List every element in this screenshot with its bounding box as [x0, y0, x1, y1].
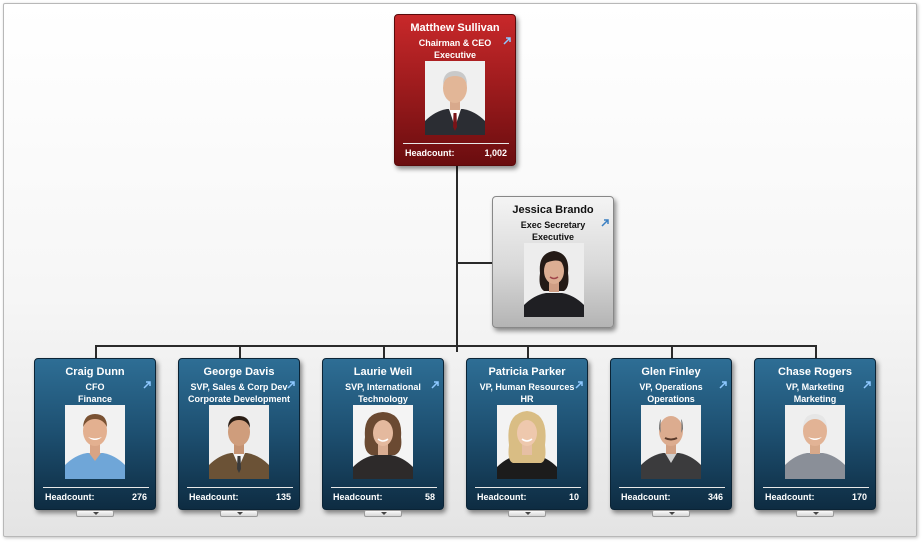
node-name: Glen Finley — [641, 366, 701, 378]
headcount-value: 10 — [568, 492, 579, 502]
expand-toggle[interactable] — [364, 510, 402, 517]
node-department: Corporate Development — [187, 394, 291, 404]
node-name: Chase Rogers — [778, 366, 852, 378]
org-node-report[interactable]: Glen Finley VP, Operations Operations He… — [610, 358, 732, 510]
headcount-value: 135 — [275, 492, 291, 502]
headcount-label: Headcount: — [189, 492, 239, 502]
connector-assistant-branch — [456, 262, 492, 264]
node-divider — [403, 143, 509, 144]
connector-drop-1 — [95, 345, 97, 359]
node-title: CFO — [85, 382, 105, 392]
node-name: Patricia Parker — [488, 366, 566, 378]
node-name: Jessica Brando — [512, 204, 594, 216]
org-node-report[interactable]: George Davis SVP, Sales & Corp Dev Corpo… — [178, 358, 300, 510]
node-divider — [187, 487, 293, 488]
expand-toggle[interactable] — [652, 510, 690, 517]
org-node-report[interactable]: Laurie Weil SVP, International Technolog… — [322, 358, 444, 510]
org-node-report[interactable]: Craig Dunn CFO Finance Headcount: 276 — [34, 358, 156, 510]
node-department: Executive — [433, 50, 477, 60]
connector-root-trunk — [456, 166, 458, 352]
node-title: Chairman & CEO — [418, 38, 492, 48]
man-gray-hair-suit-photo — [425, 61, 485, 135]
node-title: Exec Secretary — [520, 220, 586, 230]
connector-drop-4 — [527, 345, 529, 359]
headcount-value: 58 — [424, 492, 435, 502]
bald-man-jacket-photo — [641, 405, 701, 479]
headcount-label: Headcount: — [333, 492, 383, 502]
connector-drop-2 — [239, 345, 241, 359]
node-divider — [43, 487, 149, 488]
node-divider — [331, 487, 437, 488]
node-name: George Davis — [203, 366, 275, 378]
node-divider — [475, 487, 581, 488]
connector-drop-3 — [383, 345, 385, 359]
external-link-icon[interactable] — [575, 381, 583, 389]
node-title: VP, Marketing — [785, 382, 845, 392]
node-department: HR — [520, 394, 534, 404]
node-divider — [619, 487, 725, 488]
org-node-report[interactable]: Patricia Parker VP, Human Resources HR H… — [466, 358, 588, 510]
blonde-woman-photo — [497, 405, 557, 479]
node-title: SVP, Sales & Corp Dev — [190, 382, 288, 392]
headcount-value: 1,002 — [484, 148, 507, 158]
expand-toggle[interactable] — [508, 510, 546, 517]
node-name: Laurie Weil — [353, 366, 413, 378]
org-node-exec-secretary[interactable]: Jessica Brando Exec Secretary Executive — [492, 196, 614, 328]
headcount-label: Headcount: — [765, 492, 815, 502]
external-link-icon[interactable] — [143, 381, 151, 389]
external-link-icon[interactable] — [601, 219, 609, 227]
node-department: Marketing — [793, 394, 837, 404]
external-link-icon[interactable] — [431, 381, 439, 389]
expand-toggle[interactable] — [76, 510, 114, 517]
headcount-label: Headcount: — [405, 148, 455, 158]
connector-drop-5 — [671, 345, 673, 359]
headcount-value: 170 — [851, 492, 867, 502]
node-divider — [763, 487, 869, 488]
headcount-value: 346 — [707, 492, 723, 502]
org-node-report[interactable]: Chase Rogers VP, Marketing Marketing Hea… — [754, 358, 876, 510]
older-man-gray-shirt-photo — [785, 405, 845, 479]
external-link-icon[interactable] — [719, 381, 727, 389]
woman-dark-hair-photo — [524, 243, 584, 317]
headcount-label: Headcount: — [477, 492, 527, 502]
man-brown-suit-photo — [209, 405, 269, 479]
external-link-icon[interactable] — [503, 37, 511, 45]
node-name: Craig Dunn — [65, 366, 125, 378]
smiling-man-blue-shirt-photo — [65, 405, 125, 479]
node-department: Executive — [531, 232, 575, 242]
external-link-icon[interactable] — [863, 381, 871, 389]
expand-toggle[interactable] — [220, 510, 258, 517]
node-title: VP, Operations — [639, 382, 703, 392]
org-node-ceo[interactable]: Matthew Sullivan Chairman & CEO Executiv… — [394, 14, 516, 166]
headcount-label: Headcount: — [45, 492, 95, 502]
node-title: VP, Human Resources — [479, 382, 575, 392]
node-department: Finance — [77, 394, 112, 404]
node-title: SVP, International — [345, 382, 421, 392]
node-name: Matthew Sullivan — [410, 22, 500, 34]
node-department: Technology — [358, 394, 408, 404]
org-chart-canvas: Matthew Sullivan Chairman & CEO Executiv… — [3, 3, 917, 537]
node-department: Operations — [647, 394, 695, 404]
connector-reports-bus — [95, 345, 817, 347]
expand-toggle[interactable] — [796, 510, 834, 517]
headcount-value: 276 — [131, 492, 147, 502]
external-link-icon[interactable] — [287, 381, 295, 389]
woman-curly-hair-photo — [353, 405, 413, 479]
connector-drop-6 — [815, 345, 817, 359]
headcount-label: Headcount: — [621, 492, 671, 502]
